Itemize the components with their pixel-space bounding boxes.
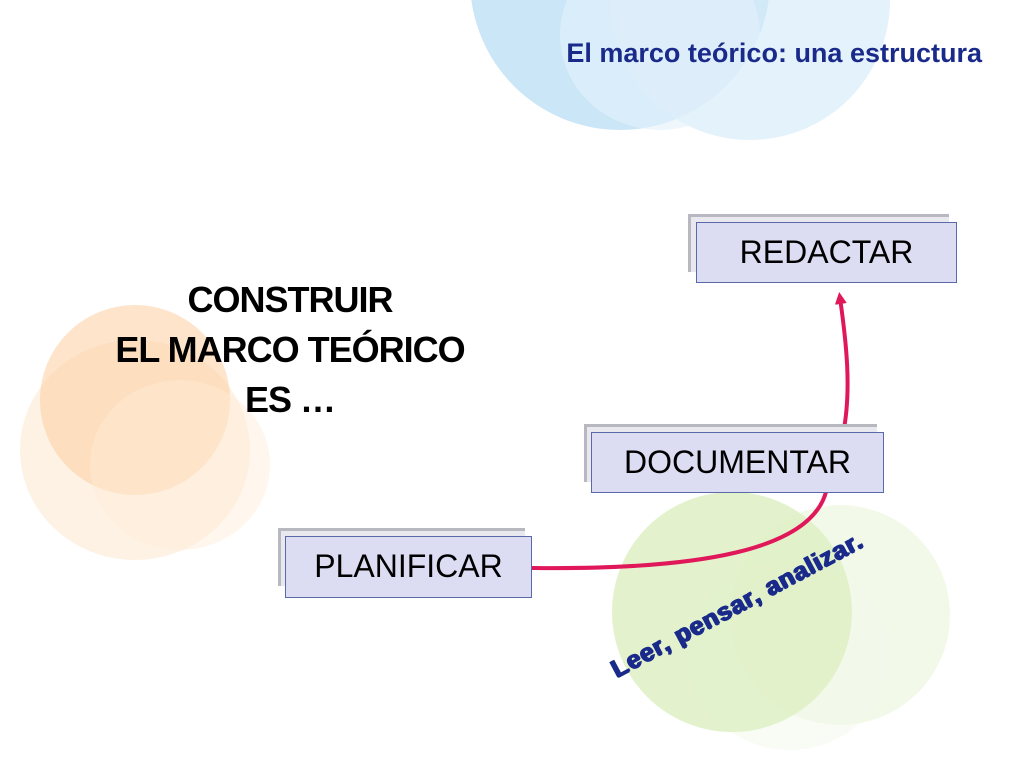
main-statement-line: CONSTRUIR (187, 279, 394, 320)
step-redactar-box: REDACTAR (696, 222, 957, 283)
step-planificar-box: PLANIFICAR (285, 536, 532, 598)
step-documentar-box: DOCUMENTAR (591, 432, 884, 493)
decorative-bubble (90, 380, 270, 550)
decorative-bubble (612, 492, 852, 732)
main-statement: CONSTRUIR EL MARCO TEÓRICO ES … (95, 275, 485, 425)
decorative-bubble (40, 305, 230, 495)
slide-title: El marco teórico: una estructura (566, 38, 982, 68)
main-statement-line: ES … (244, 379, 336, 420)
flow-arrow (531, 298, 850, 571)
main-statement-line: EL MARCO TEÓRICO (115, 329, 465, 370)
